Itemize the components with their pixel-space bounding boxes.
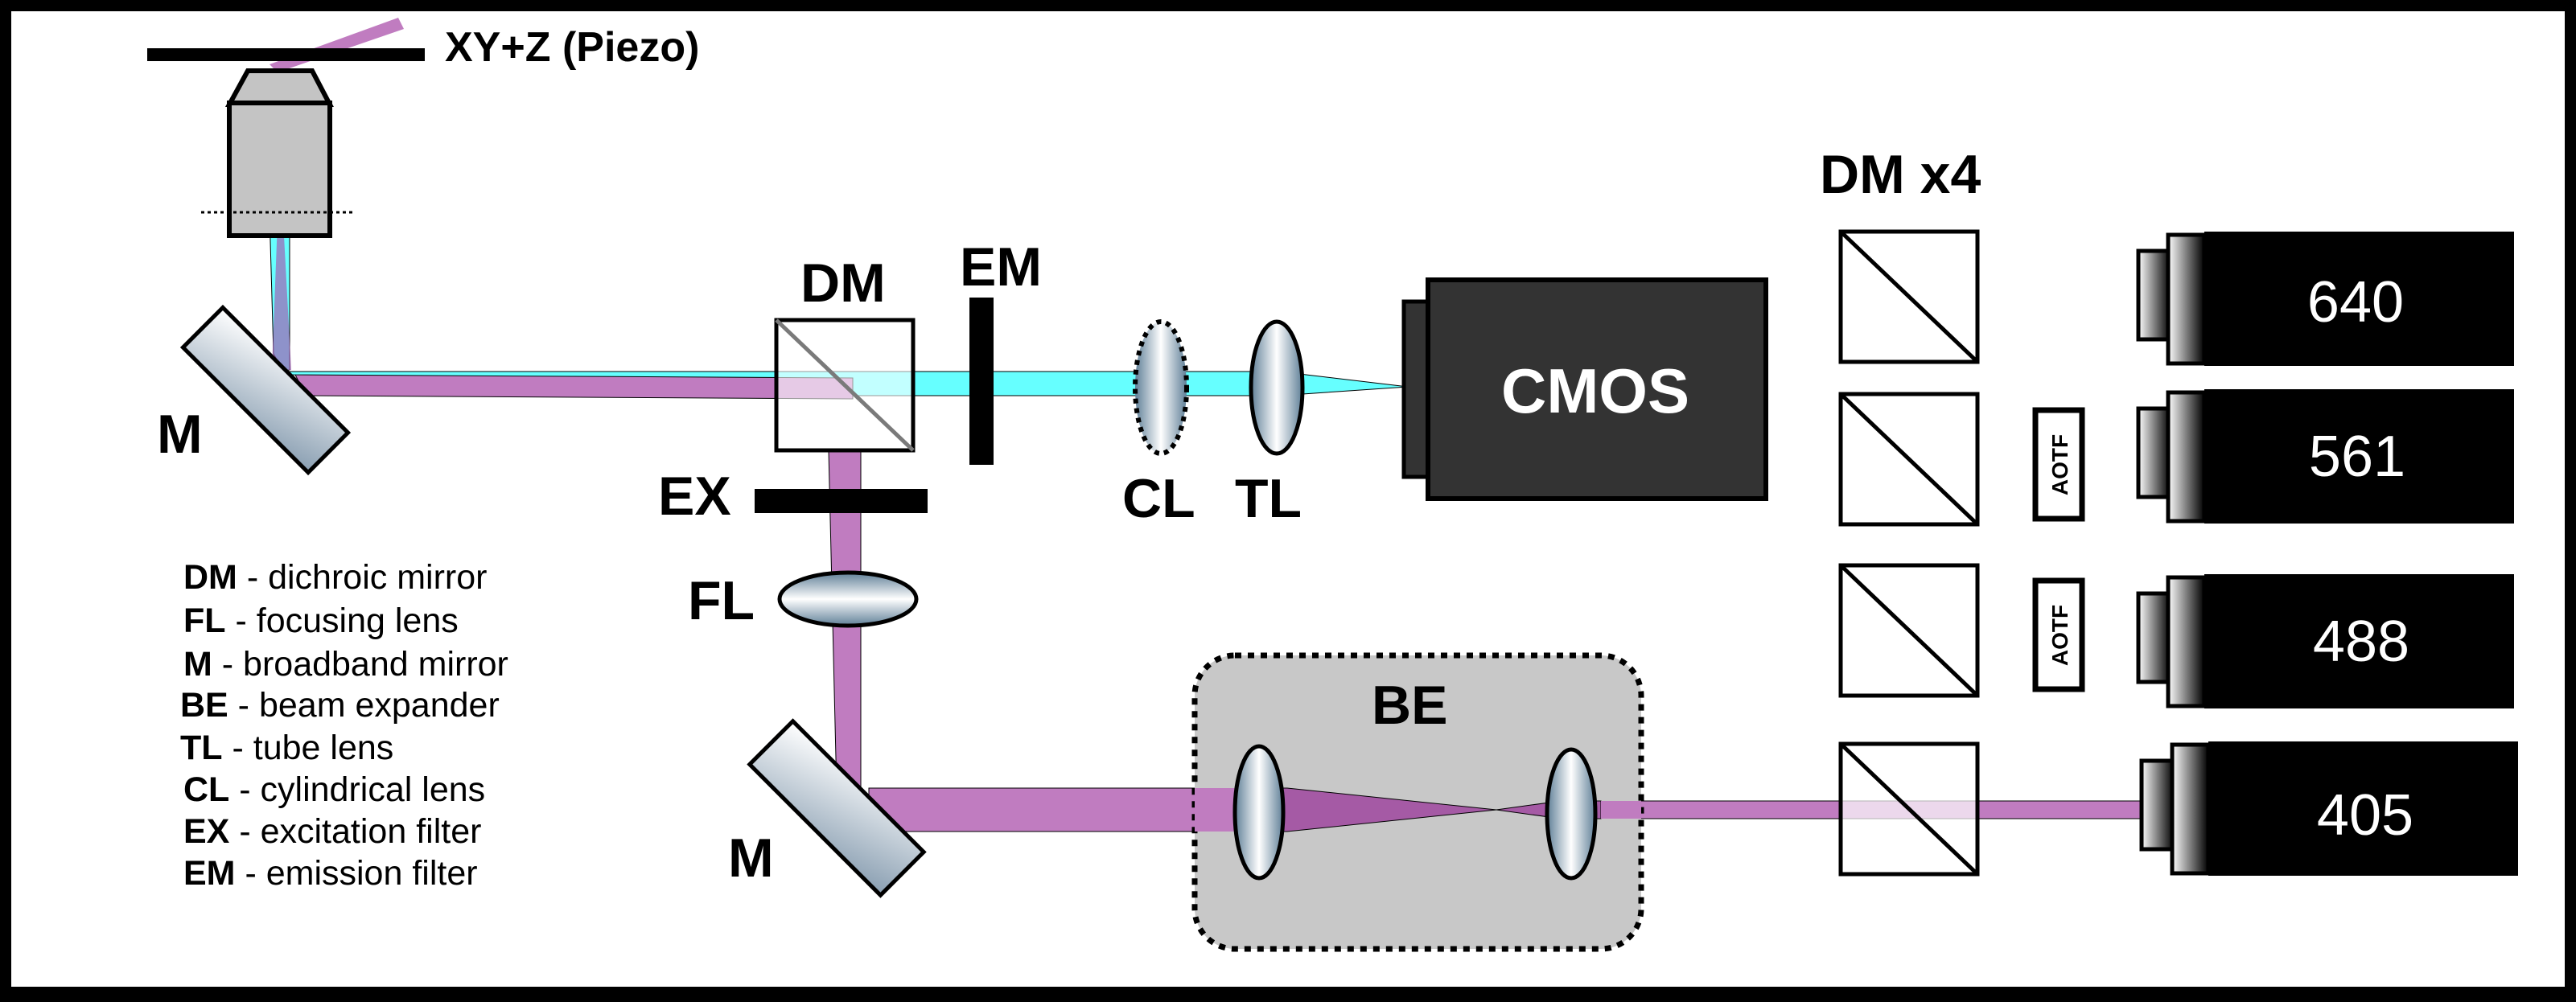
dm-group-label: DM x4	[1820, 144, 1981, 205]
legend-item: FL - focusing lens	[183, 602, 459, 640]
stage-bar	[147, 48, 425, 61]
laser-405: 405	[2139, 741, 2518, 876]
beam-expander-lens-2	[1545, 747, 1598, 881]
focusing-lens-label: FL	[688, 570, 755, 631]
be-beam-in	[1195, 788, 1239, 832]
mirror-top	[179, 304, 352, 476]
legend-item: EM - emission filter	[183, 854, 478, 893]
be-beam-out	[1601, 801, 1641, 819]
tube-lens-label: TL	[1235, 468, 1302, 529]
legend: DM - dichroic mirror FL - focusing lens …	[180, 558, 508, 893]
objective-body	[227, 101, 332, 238]
beam-objective-excitation	[272, 221, 291, 370]
legend-item: EX - excitation filter	[183, 812, 481, 851]
legend-item: TL - tube lens	[180, 729, 393, 767]
camera-label: CMOS	[1501, 355, 1689, 426]
mirror-bottom-label: M	[728, 827, 774, 889]
dichroic-mirror-label: DM	[800, 253, 886, 314]
emission-filter-label: EM	[960, 236, 1042, 298]
excitation-filter	[755, 489, 928, 513]
laser-488: 488	[2136, 574, 2514, 708]
laser-488-label: 488	[2313, 610, 2409, 674]
emission-filter	[969, 298, 994, 465]
legend-item: M - broadband mirror	[183, 645, 508, 684]
aotf-1	[2032, 407, 2085, 522]
mirror-bottom	[747, 718, 927, 898]
aotf-2-label: AOTF	[2047, 605, 2072, 666]
objective-tip	[224, 68, 334, 107]
laser-561-label: 561	[2309, 425, 2405, 489]
dm-cube-3	[1838, 563, 1980, 698]
dm-cube-1	[1838, 229, 1980, 364]
tube-lens	[1249, 319, 1305, 456]
excitation-filter-label: EX	[658, 466, 731, 527]
aotf-2	[2032, 577, 2085, 692]
legend-item: CL - cylindrical lens	[183, 770, 485, 809]
excitation-beam-bottom	[868, 787, 1240, 832]
camera-mount	[1401, 299, 1432, 479]
laser-640-label: 640	[2307, 270, 2404, 335]
dichroic-mirror-diagonal	[775, 318, 915, 452]
cylindrical-lens	[1133, 319, 1189, 456]
dm-cube-4	[1838, 741, 1980, 877]
stage-label: XY+Z (Piezo)	[445, 24, 699, 71]
beam-expander-label: BE	[1372, 675, 1447, 736]
laser-405-label: 405	[2317, 783, 2413, 848]
beam-expander-lens-1	[1232, 744, 1286, 881]
dm-cube-2	[1838, 392, 1980, 527]
focusing-lens	[777, 570, 919, 628]
laser-640: 640	[2136, 232, 2514, 366]
cylindrical-lens-label: CL	[1122, 468, 1195, 529]
aotf-1-label: AOTF	[2047, 434, 2072, 495]
mirror-top-label: M	[157, 404, 203, 465]
camera-body	[1426, 277, 1768, 501]
laser-561: 561	[2136, 389, 2514, 524]
legend-item: BE - beam expander	[180, 686, 500, 725]
legend-item: DM - dichroic mirror	[183, 558, 487, 597]
